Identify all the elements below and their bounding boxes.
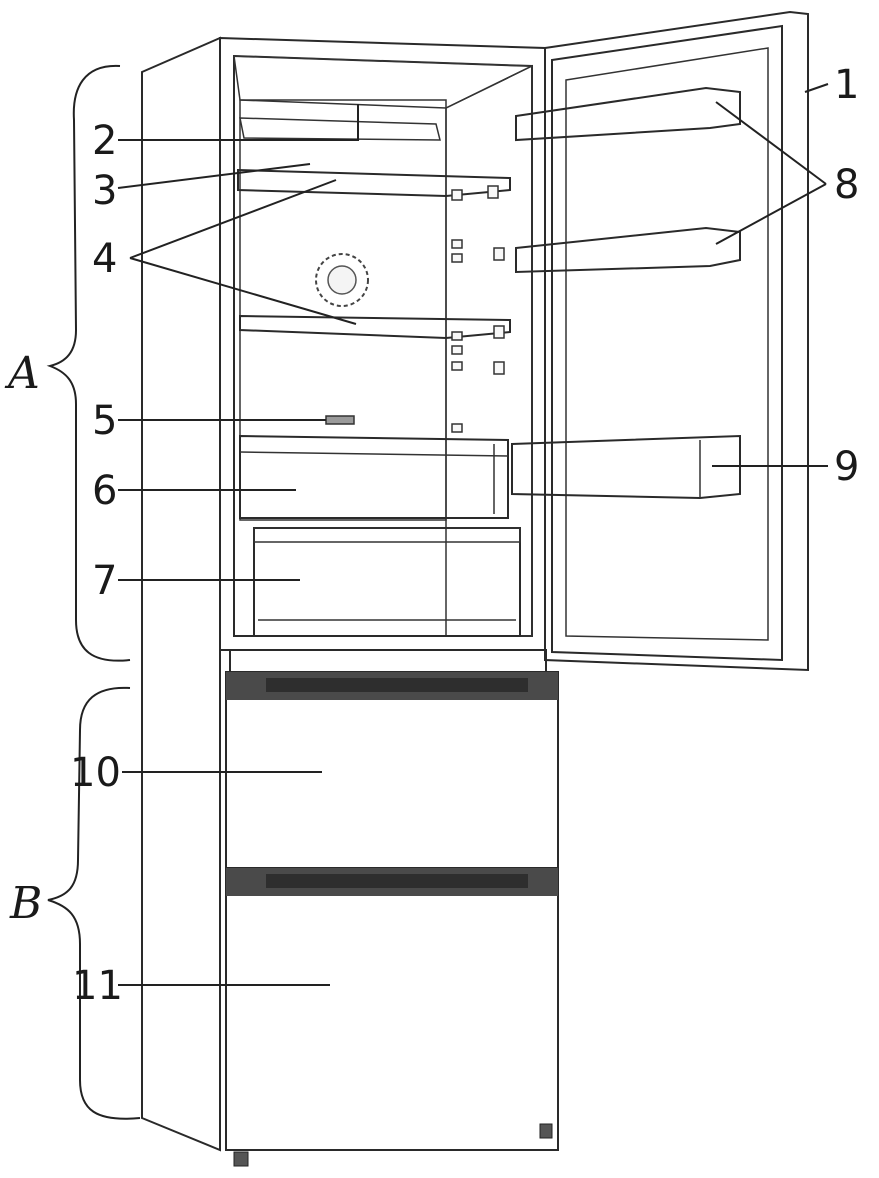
divider-band	[229, 649, 547, 673]
door-bottle-balcony	[511, 434, 741, 500]
section-braces	[46, 64, 141, 1120]
brace-a	[46, 64, 131, 662]
leader-8a	[715, 101, 827, 185]
callout-5: 5	[92, 398, 117, 444]
leader-2	[118, 104, 359, 141]
brace-b	[47, 686, 141, 1120]
cabinet-side-panel	[141, 36, 221, 1152]
leader-3	[117, 163, 311, 189]
foot-left	[233, 1151, 249, 1167]
callout-1: 1	[834, 62, 859, 108]
glass-shelf-upper	[237, 168, 511, 198]
leader-1	[804, 83, 829, 93]
callout-8: 8	[834, 162, 859, 208]
freezer-section	[225, 649, 559, 1167]
fridge-interior	[233, 54, 533, 637]
leader-4b	[129, 257, 357, 325]
callout-11: 11	[72, 963, 123, 1009]
leader-lines	[117, 83, 829, 986]
door-inner-liner	[551, 24, 783, 662]
leader-4a	[129, 179, 337, 259]
glass-shelf-lower	[239, 314, 511, 340]
callout-4: 4	[92, 236, 117, 282]
foot-right	[539, 1123, 553, 1139]
top-light-cover	[239, 117, 441, 141]
callout-10: 10	[70, 750, 121, 796]
callout-7: 7	[92, 558, 117, 604]
freezer-drawer-upper	[225, 671, 559, 869]
shelf-supports	[451, 185, 505, 433]
callout-3: 3	[92, 168, 117, 214]
fan-vent-icon	[315, 253, 369, 307]
door-balcony-upper	[515, 86, 741, 142]
door-outer-edge	[544, 10, 809, 672]
control-sensor	[325, 415, 355, 425]
freezer-drawer-lower	[225, 867, 559, 1151]
interior-back-panel	[239, 99, 447, 521]
callout-6: 6	[92, 468, 117, 514]
interior-components	[237, 117, 521, 637]
cabinet-front-frame	[219, 36, 546, 651]
section-label-a: A	[4, 348, 40, 399]
door-inner-panel	[565, 47, 769, 641]
cabinet-body	[141, 36, 546, 1152]
callout-2: 2	[92, 118, 117, 164]
leader-8b	[715, 183, 827, 245]
callout-9: 9	[834, 444, 859, 490]
door-balcony-middle	[515, 226, 741, 274]
callout-labels: 1 2 3 4 5 6 7 8 9 10 11	[70, 62, 859, 1009]
section-label-b: B	[9, 878, 42, 929]
fridge-door	[511, 10, 809, 672]
chiller-drawer	[239, 434, 509, 519]
